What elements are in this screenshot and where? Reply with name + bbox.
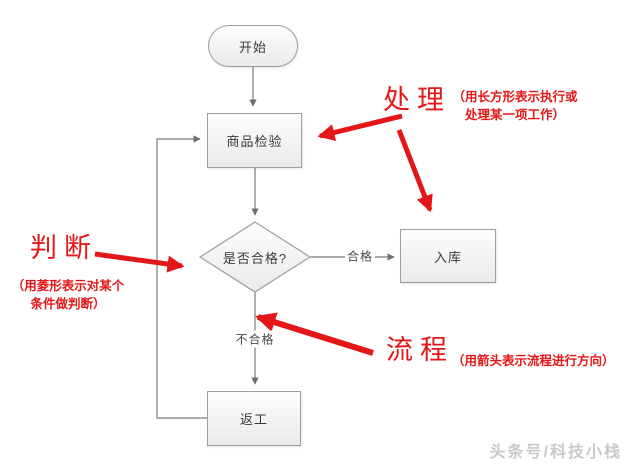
annotation-process-note-line2: 处理某一项工作）	[464, 108, 565, 122]
node-rework-label: 返工	[239, 412, 268, 427]
node-decision-label: 是否合格?	[222, 250, 288, 266]
annotation-flow-title: 流程	[386, 335, 454, 365]
node-inspect: 商品检验	[207, 113, 302, 168]
node-warehouse: 入库	[400, 229, 496, 283]
annotation-process-title: 处理	[383, 85, 451, 115]
watermark: 头条号/科技小栈	[489, 444, 622, 461]
annotation-judge-title: 判断	[30, 233, 98, 263]
annotation-judge-note-line2: 条件做判断）	[30, 297, 106, 311]
node-start-label: 开始	[238, 39, 267, 55]
node-warehouse-label: 入库	[433, 249, 462, 265]
annotation-flow-note-line1: （用箭头表示流程进行方向）	[452, 354, 615, 368]
annotation-process-note: （用长方形表示执行或 处理某一项工作）	[448, 88, 582, 124]
node-start: 开始	[208, 25, 298, 67]
node-decision: 是否合格?	[200, 222, 310, 292]
red-arrow-judge-to-decision	[94, 251, 185, 273]
red-arrow-process-to-warehouse	[396, 129, 433, 213]
annotation-process-note-line1: （用长方形表示执行或	[452, 90, 578, 104]
edge-label-fail: 不合格	[233, 330, 277, 348]
edge-rework-to-inspect	[156, 135, 207, 419]
annotation-judge-note: （用菱形表示对某个 条件做判断）	[0, 277, 136, 313]
annotation-flow-note: （用箭头表示流程进行方向）	[452, 352, 615, 370]
edge-label-pass: 合格	[344, 247, 376, 265]
annotation-judge-note-line1: （用菱形表示对某个	[11, 279, 125, 293]
red-arrow-process-to-inspect	[317, 113, 403, 141]
node-rework: 返工	[207, 391, 301, 446]
node-inspect-label: 商品检验	[226, 134, 283, 149]
red-arrow-flow-to-edge	[255, 312, 374, 356]
decision-diamond-shape	[198, 221, 312, 293]
